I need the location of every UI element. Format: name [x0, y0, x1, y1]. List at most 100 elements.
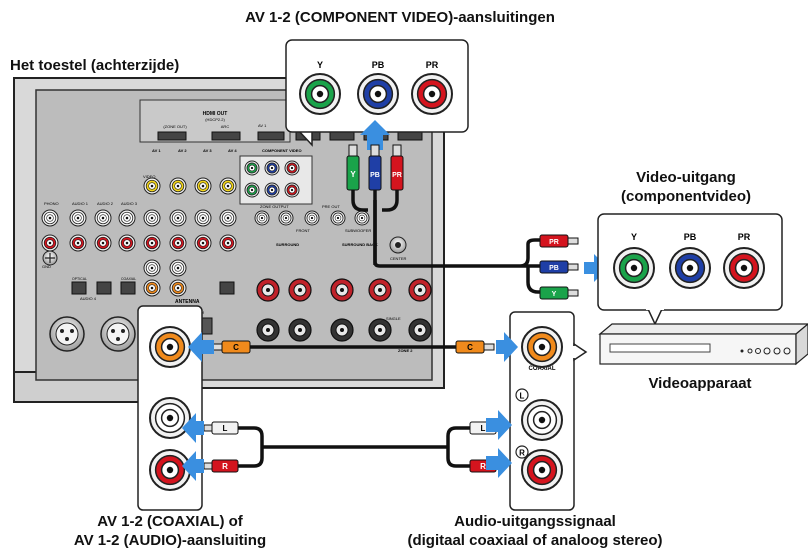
panel-jack-r-1 [41, 234, 59, 252]
panel-jack-l-2 [69, 209, 87, 227]
center-label: CENTER [390, 256, 407, 261]
panel-jack-r-8 [219, 234, 237, 252]
panel-jack-l-7 [194, 209, 212, 227]
arc-label: ARC [221, 124, 230, 129]
composite-jack-1 [143, 177, 161, 195]
hdmi-out-1-port [211, 131, 241, 141]
out-y-jack [613, 247, 655, 289]
hdmi-out-2-port [157, 131, 187, 141]
hdmi-av3-port [329, 131, 355, 141]
r-plug-left-label: R [222, 462, 228, 471]
video-output-box: Y PB PR [597, 213, 783, 326]
coaxial-cable: C C [188, 332, 518, 362]
left-coax-jack [149, 326, 191, 368]
arrow-l-left [182, 413, 204, 443]
zoom-y-jack [299, 73, 341, 115]
speaker-terminal-9 [368, 318, 392, 342]
optical-port-4 [219, 281, 235, 295]
speaker-terminal-8 [330, 318, 354, 342]
out-pb-label: PB [684, 232, 697, 242]
zone-output-label: ZONE OUTPUT [260, 204, 289, 209]
panel-component-jack-4 [244, 182, 260, 198]
component-cable-plugs: Y PB PR [346, 144, 404, 191]
right-l-jack [521, 399, 563, 441]
bottom-left-title-2: AV 1-2 (AUDIO)-aansluiting [73, 532, 267, 549]
zone-out-label: (ZONE OUT) [163, 124, 187, 129]
out-pr-label: PR [738, 232, 751, 242]
pb-plug-device-label: PB [549, 265, 559, 272]
zoom-y-label: Y [317, 60, 323, 70]
optical-port-2 [96, 281, 112, 295]
composite-jack-3 [194, 177, 212, 195]
panel-jack-r-3 [94, 234, 112, 252]
preout-jack-top-4 [330, 210, 346, 226]
right-coax-jack [521, 326, 563, 368]
l-plug-right-label: L [481, 424, 486, 433]
pr-plug-panel-label: PR [392, 172, 402, 179]
panel-jack-l-5 [143, 209, 161, 227]
speaker-terminal-1 [256, 278, 280, 302]
arrow-l-right [486, 410, 512, 440]
av1-label: AV 1 [152, 148, 161, 153]
optical-port-1 [71, 281, 87, 295]
arrow-r-right [486, 448, 512, 478]
phono-label: PHONO [44, 201, 59, 206]
coaxial-label: COAXIAL [529, 366, 556, 372]
video-device-tray [609, 343, 711, 353]
out-y-label: Y [631, 232, 637, 242]
r-plug-right-label: R [480, 462, 486, 471]
speaker-terminal-5 [408, 278, 432, 302]
antenna-label: ANTENNA [175, 299, 200, 305]
audio3-label: AUDIO 3 [121, 201, 138, 206]
zoom-pr-jack [411, 73, 453, 115]
hdmi-out-label: HDMI OUT [203, 111, 228, 117]
surround-back-label: SURROUND BACK [342, 242, 378, 247]
speaker-terminal-4 [368, 278, 392, 302]
single-label: SINGLE [386, 316, 401, 321]
zone2-label: ZONE 2 [398, 348, 413, 353]
speaker-terminal-10 [408, 318, 432, 342]
arrow-coax-left [188, 332, 214, 362]
hdmi-av5-port [397, 131, 423, 141]
preout-jack-top-1 [254, 210, 270, 226]
preout-jack-top-3 [304, 210, 320, 226]
pb-plug-panel-label: PB [370, 172, 380, 179]
r-marker [515, 445, 529, 459]
av2-label: AV 2 [178, 148, 187, 153]
zoom-pb-jack [357, 73, 399, 115]
pr-plug-device-label: PR [549, 239, 559, 246]
out-pr-jack [723, 247, 765, 289]
bottom-right-title-1: Audio-uitgangssignaal [454, 513, 616, 530]
coax-plug-right-label: C [467, 343, 473, 352]
y-plug-panel-label: Y [350, 170, 356, 179]
panel-component-jack-6 [284, 182, 300, 198]
panel-jack-extra-1 [143, 259, 161, 277]
panel-jack-r-2 [69, 234, 87, 252]
coaxial-panel-label: COAXIAL [121, 277, 136, 281]
panel-jack-r-6 [169, 234, 187, 252]
audio2-label: AUDIO 2 [97, 201, 114, 206]
panel-audio-jacks [41, 209, 370, 297]
panel-jack-r-5 [143, 234, 161, 252]
coax-plug-left-label: C [233, 343, 239, 352]
panel-component-jack-1 [244, 160, 260, 176]
zoom-pr-label: PR [426, 60, 439, 70]
bottom-left-title-1: AV 1-2 (COAXIAL) of [97, 513, 243, 530]
audio4-label: AUDIO 4 [80, 296, 97, 301]
zoom-pb-label: PB [372, 60, 385, 70]
composite-jack-4 [219, 177, 237, 195]
panel-jack-l-4 [118, 209, 136, 227]
arrow-to-video-out [584, 254, 608, 282]
r-marker-label: R [519, 449, 525, 458]
panel-component-jack-5 [264, 182, 280, 198]
device-title: Het toestel (achterzijde) [10, 57, 180, 74]
out-pb-jack [669, 247, 711, 289]
av4-label: AV 4 [228, 148, 237, 153]
component-plugs-device: PR PB Y [539, 234, 579, 300]
av3-label: AV 3 [203, 148, 212, 153]
component-zoom-box: Y PB PR [285, 39, 469, 147]
arrow-r-left [182, 451, 204, 481]
front-label: FRONT [296, 228, 310, 233]
analog-stereo-cable: L R L R [182, 410, 512, 481]
